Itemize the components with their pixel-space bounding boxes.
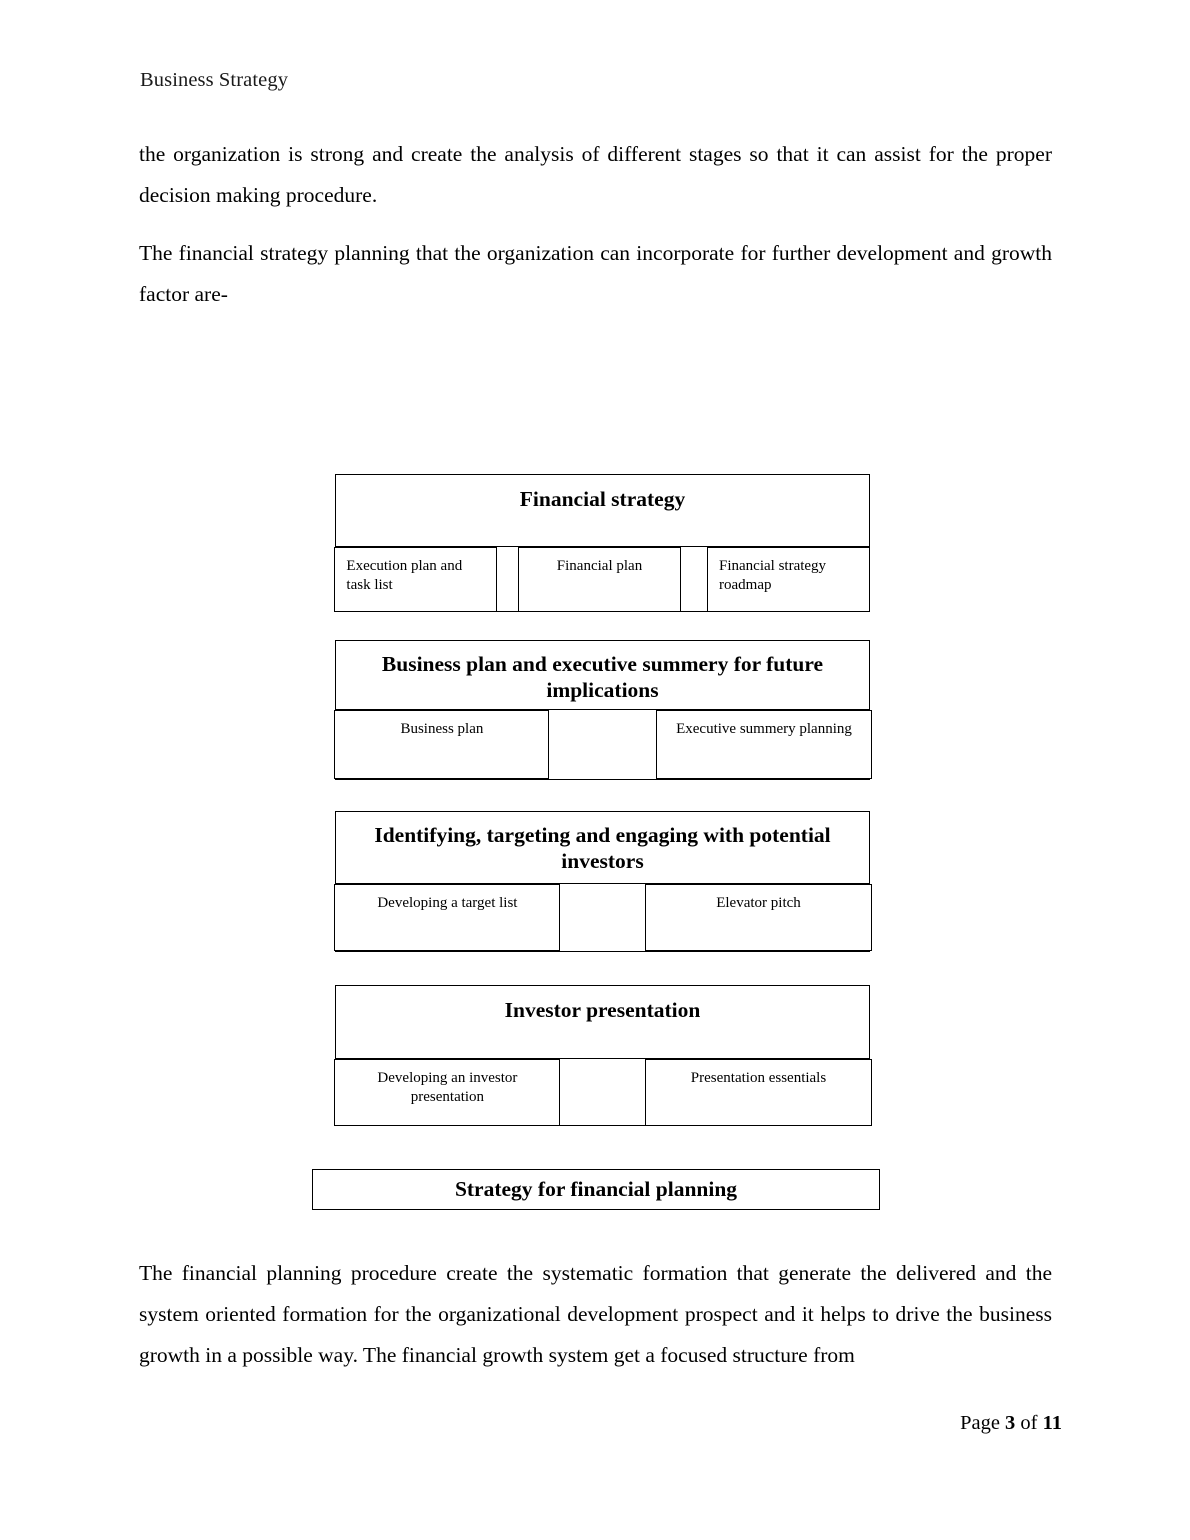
diagram-cell-developing-investor-presentation: Developing an investor presentation (334, 1058, 561, 1126)
group-heading-financial-strategy: Financial strategy (336, 475, 869, 547)
footer-total-pages: 11 (1042, 1412, 1062, 1434)
group-heading-investor-presentation: Investor presentation (336, 986, 869, 1059)
lower-text-block: The financial planning procedure create … (139, 1253, 1052, 1376)
diagram-group-business-plan: Business plan and executive summery for … (334, 640, 872, 780)
diagram-cell-execution-plan: Execution plan and task list (334, 546, 498, 612)
running-header: Business Strategy (140, 69, 289, 91)
diagram-cell-presentation-essentials: Presentation essentials (645, 1058, 872, 1126)
group-row-identifying-investors: Developing a target list Elevator pitch (334, 883, 872, 951)
group-row-business-plan: Business plan Executive summery planning (334, 709, 872, 779)
diagram-cell-elevator-pitch: Elevator pitch (645, 883, 872, 951)
diagram-cell-financial-plan: Financial plan (518, 546, 681, 612)
footer-current-page: 3 (1005, 1412, 1016, 1434)
group-heading-business-plan: Business plan and executive summery for … (336, 641, 869, 710)
paragraph-2: The financial strategy planning that the… (139, 241, 1052, 306)
footer-prefix: Page (960, 1412, 1006, 1434)
diagram-cell-developing-target-list: Developing a target list (334, 883, 561, 951)
diagram-box-strategy-for-financial-planning: Strategy for financial planning (312, 1169, 880, 1210)
diagram-group-financial-strategy: Financial strategy Execution plan and ta… (334, 474, 870, 612)
paragraph-3: The financial planning procedure create … (139, 1261, 1052, 1367)
page-footer: Page 3 of 11 (960, 1412, 1062, 1435)
diagram-cell-financial-strategy-roadmap: Financial strategy roadmap (707, 546, 870, 612)
upper-text-block: the organization is strong and create th… (139, 134, 1052, 315)
diagram-group-identifying-investors: Identifying, targeting and engaging with… (334, 811, 872, 952)
group-row-investor-presentation: Developing an investor presentation Pres… (334, 1058, 872, 1126)
diagram-group-investor-presentation: Investor presentation Developing an inve… (334, 985, 872, 1126)
diagram-cell-executive-summery-planning: Executive summery planning (656, 709, 872, 779)
paragraph-1: the organization is strong and create th… (139, 142, 1052, 207)
diagram-cell-business-plan: Business plan (334, 709, 550, 779)
footer-middle: of (1015, 1412, 1043, 1434)
group-heading-identifying-investors: Identifying, targeting and engaging with… (336, 812, 869, 884)
group-row-financial-strategy: Execution plan and task list Financial p… (334, 546, 870, 612)
